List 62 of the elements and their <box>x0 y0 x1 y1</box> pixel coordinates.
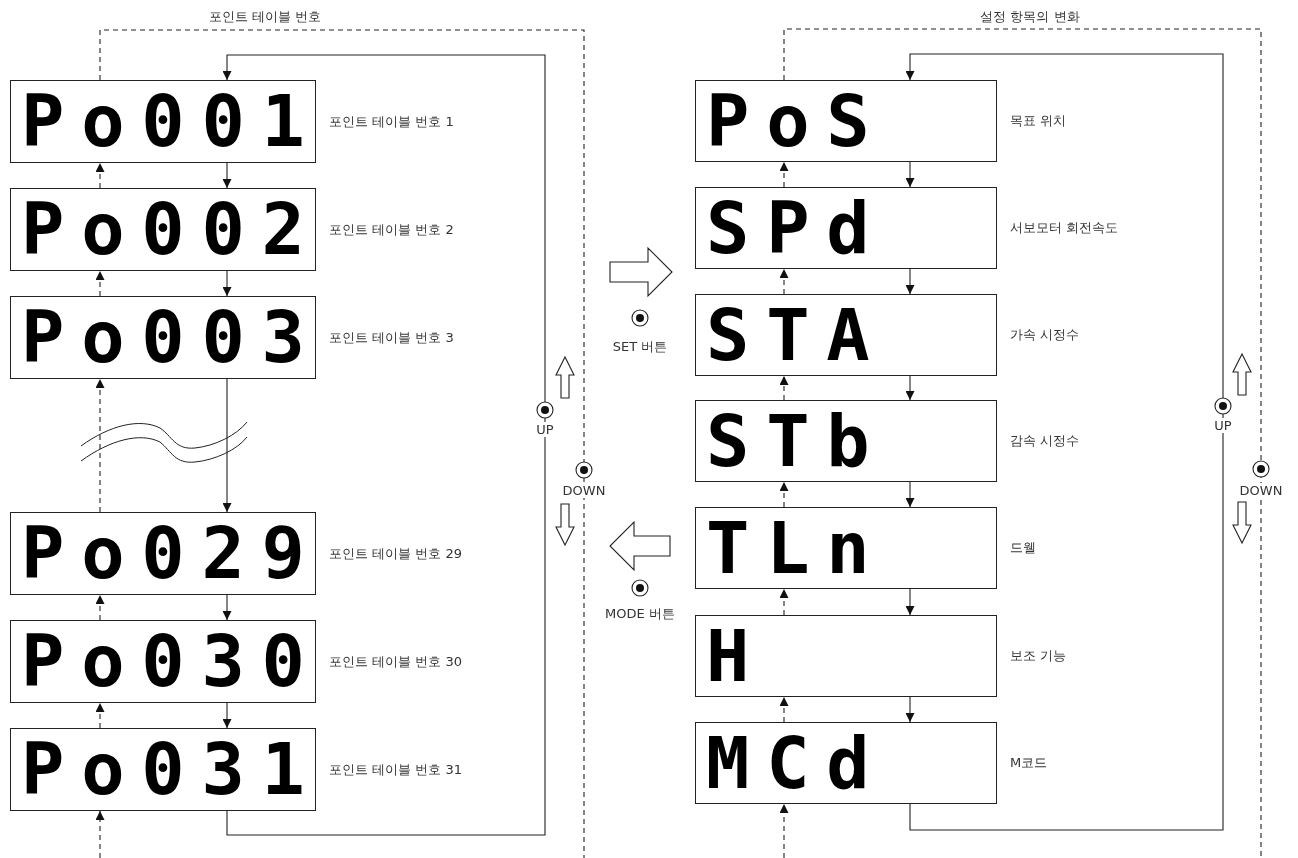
display-caption: 보조 기능 <box>1010 647 1067 665</box>
arrow <box>95 162 105 189</box>
arrow <box>779 696 789 723</box>
heading: 설정 항목의 변화 <box>979 8 1081 26</box>
display-readout: Po003 <box>21 297 322 377</box>
display-readout: Po001 <box>21 81 322 161</box>
arrow <box>222 594 232 621</box>
arrow <box>779 588 789 616</box>
button-label: DOWN <box>561 483 607 498</box>
display-caption: 포인트 테이블 번호 29 <box>329 544 462 563</box>
display-caption: 목표 위치 <box>1010 112 1067 130</box>
display-caption: 포인트 테이블 번호 30 <box>329 652 462 671</box>
arrow <box>95 378 105 513</box>
display-caption: 포인트 테이블 번호 3 <box>329 328 454 347</box>
arrow <box>95 810 105 858</box>
arrow <box>905 268 915 295</box>
arrow <box>95 594 105 621</box>
arrow <box>222 54 546 836</box>
display-readout: Po031 <box>21 729 322 809</box>
button-label: MODE 버튼 <box>604 605 676 623</box>
dashed-line <box>783 28 1262 858</box>
display-readout: TLn <box>706 508 887 588</box>
display-readout: STb <box>706 401 887 481</box>
arrow <box>779 161 789 188</box>
button-label: UP <box>535 422 555 437</box>
display-readout: Po002 <box>21 189 322 269</box>
display-readout: PoS <box>706 81 887 161</box>
display-caption: 가속 시정수 <box>1010 326 1080 344</box>
arrow <box>905 375 915 401</box>
arrow <box>779 268 789 295</box>
arrow <box>905 481 915 508</box>
display-caption: 포인트 테이블 번호 31 <box>329 760 462 779</box>
display-readout: H <box>706 616 767 696</box>
display-caption: 포인트 테이블 번호 1 <box>329 112 454 131</box>
arrow <box>222 270 232 297</box>
display-caption: 드웰 <box>1010 539 1036 557</box>
display-readout: SPd <box>706 188 887 268</box>
display-readout: STA <box>706 295 887 375</box>
arrow <box>779 481 789 508</box>
arrow <box>222 702 232 729</box>
arrow <box>905 588 915 616</box>
heading: 포인트 테이블 번호 <box>207 8 323 26</box>
arrow <box>905 161 915 188</box>
display-caption: 감속 시정수 <box>1010 432 1080 450</box>
arrow <box>779 803 789 858</box>
arrow <box>95 702 105 729</box>
display-caption: M코드 <box>1010 754 1048 772</box>
button-label: SET 버튼 <box>611 338 669 356</box>
arrow <box>222 378 232 513</box>
display-readout: Po029 <box>21 513 322 593</box>
dashed-line <box>99 29 585 858</box>
arrow <box>905 696 915 723</box>
arrow <box>905 53 1224 831</box>
display-readout: Po030 <box>21 621 322 701</box>
display-caption: 서보모터 회전속도 <box>1010 219 1119 237</box>
display-readout: MCd <box>706 723 887 803</box>
arrow <box>222 162 232 189</box>
arrow <box>95 270 105 297</box>
button-label: UP <box>1213 418 1233 433</box>
arrow <box>779 375 789 401</box>
button-label: DOWN <box>1238 483 1284 498</box>
display-caption: 포인트 테이블 번호 2 <box>329 220 454 239</box>
